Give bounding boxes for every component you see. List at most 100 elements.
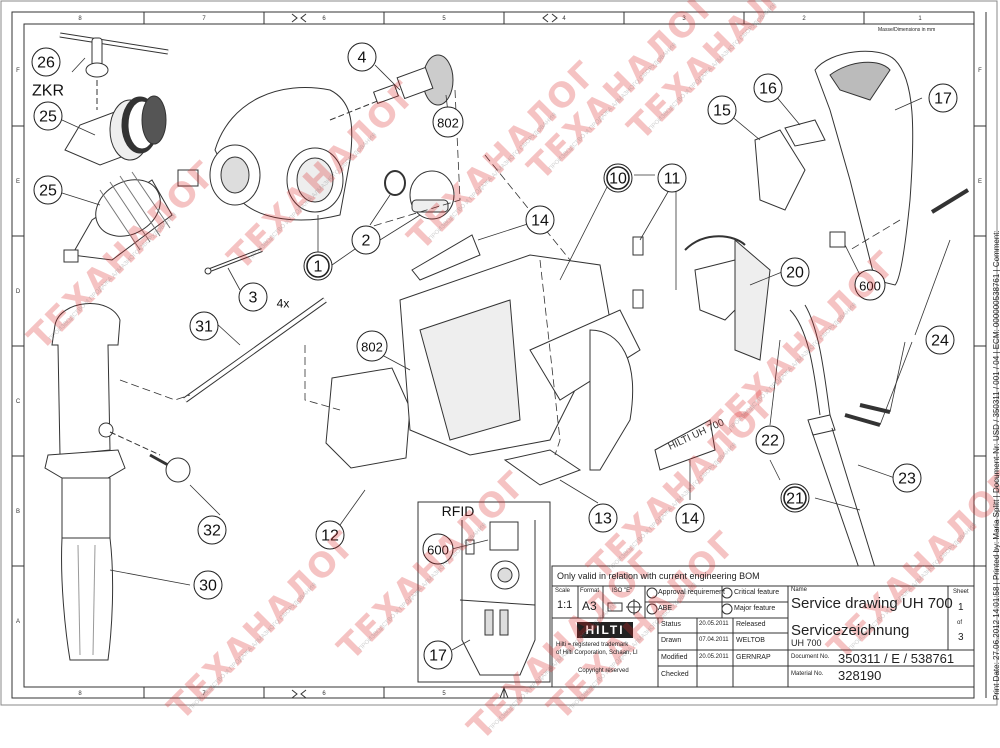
callout-31: 31 (189, 311, 219, 341)
callout-label: 26 (37, 55, 55, 72)
callout-label: 4 (358, 50, 367, 67)
callout-circle (33, 101, 63, 131)
rfid-tag-inset (465, 539, 475, 555)
of-label: of (957, 620, 963, 626)
callout-30: 30 (193, 570, 223, 600)
callout-label: 25 (39, 183, 57, 200)
part-side-handle (44, 303, 161, 661)
center-mark-top-right (542, 13, 558, 23)
callout-label: 4x (277, 297, 290, 311)
callout-label: 32 (203, 523, 221, 540)
callout-label: 31 (195, 319, 213, 336)
row-status-value: Released (736, 621, 766, 628)
callout-20: 20 (780, 257, 810, 287)
drawing-model: UH 700 (791, 638, 822, 648)
callout-inner-circle (606, 166, 630, 190)
callout-circle (892, 463, 922, 493)
callout-21: 21 (780, 483, 810, 513)
center-mark-top-left (291, 13, 307, 23)
callout-circle (780, 483, 810, 513)
print-stamp: Print Date: 27.06.2012 14:01:58 | Printe… (992, 230, 1000, 700)
grid-col-4: 4 (562, 16, 566, 22)
units-note: Masse/Dimensions in mm (878, 27, 936, 33)
callout-26: 26 (31, 47, 61, 77)
callout-circle (755, 425, 785, 455)
row-modified-value: GERNRAP (736, 654, 771, 661)
callout-32: 32 (197, 515, 227, 545)
sheet-label: Sheet (953, 589, 969, 595)
callout-14b: 14 (675, 503, 705, 533)
row-drawn-value: WELTOB (736, 637, 765, 644)
callout-label: 802 (437, 116, 459, 131)
part-keyed-chuck (64, 95, 167, 166)
grid-row-C: C (16, 399, 21, 405)
hilti-logo (577, 622, 633, 638)
part-gasket (325, 367, 411, 469)
callout-circle (351, 225, 381, 255)
part-label-14-top (411, 234, 481, 281)
callout-circle (928, 83, 958, 113)
callout-14a: 14 (525, 205, 555, 235)
scale-value: 1:1 (557, 599, 573, 611)
part-rear-handle (814, 50, 914, 286)
part-power-cable (789, 304, 886, 601)
callout-label: 14 (681, 511, 699, 528)
critical-feature: Critical feature (734, 589, 780, 596)
callout-25a: 25 (33, 101, 63, 131)
grid-top (12, 12, 987, 698)
callout-label: 802 (361, 340, 383, 355)
callout-4: 4 (347, 42, 377, 72)
callout-circle (925, 325, 955, 355)
part-selector-knob (409, 170, 455, 220)
callout-circle (854, 269, 886, 301)
callout-label: 17 (934, 91, 952, 108)
center-mark-bottom (499, 686, 509, 699)
callout-600a: 600 (854, 269, 886, 301)
callout-17b: 17 (423, 640, 453, 670)
callout-3: 3 (238, 282, 268, 312)
callout-label: ZKR (32, 83, 64, 100)
row-checked-label: Checked (661, 671, 689, 678)
part-gear-housing (177, 87, 353, 221)
grid-col-8: 8 (78, 16, 82, 22)
callout-label: 600 (859, 279, 881, 294)
trademark-line-1: Hilti = registered trademark (556, 642, 629, 648)
callout-label: 16 (759, 81, 777, 98)
callout-2: 2 (351, 225, 381, 255)
abe-label: ABE (658, 605, 673, 612)
part-o-ring (384, 170, 406, 196)
callout-label: 2 (362, 233, 371, 250)
part-screw-24b (859, 403, 891, 414)
part-brush-1 (632, 236, 644, 256)
callout-circle (675, 503, 705, 533)
callout-label: 20 (786, 265, 804, 282)
callout-802a: 802 (432, 106, 464, 138)
part-brush-2 (632, 289, 644, 309)
callout-11: 11 (657, 163, 687, 193)
part-switch (684, 235, 771, 361)
drawing-canvas: 8 7 6 5 4 3 2 1 8 7 6 5 F E D C B A F E (0, 0, 998, 706)
callout-15: 15 (707, 95, 737, 125)
callout-circle (422, 533, 454, 565)
drawing-title-de: Servicezeichnung (791, 622, 910, 639)
callout-inner-circle (783, 486, 807, 510)
callout-label: 15 (713, 103, 731, 120)
callout-circle (588, 503, 618, 533)
callout-label: 10 (609, 171, 627, 188)
material-number: 328190 (838, 668, 882, 683)
callout-22: 22 (755, 425, 785, 455)
row-drawn-date: 07.04.2011 (699, 637, 729, 643)
exploded-view: HILTI UH 700 (44, 32, 970, 661)
row-drawn-label: Drawn (661, 637, 682, 644)
callout-circle (432, 106, 464, 138)
bom-note: Only valid in relation with current engi… (557, 571, 760, 581)
grid-col-7: 7 (202, 16, 206, 22)
callout-circle (189, 311, 219, 341)
callout-label: 14 (531, 213, 549, 230)
grid-row-A: A (16, 619, 20, 625)
callout-circle (238, 282, 268, 312)
callout-label: 13 (594, 511, 612, 528)
grid-row-D: D (16, 289, 21, 295)
part-screw-24c (844, 413, 881, 427)
